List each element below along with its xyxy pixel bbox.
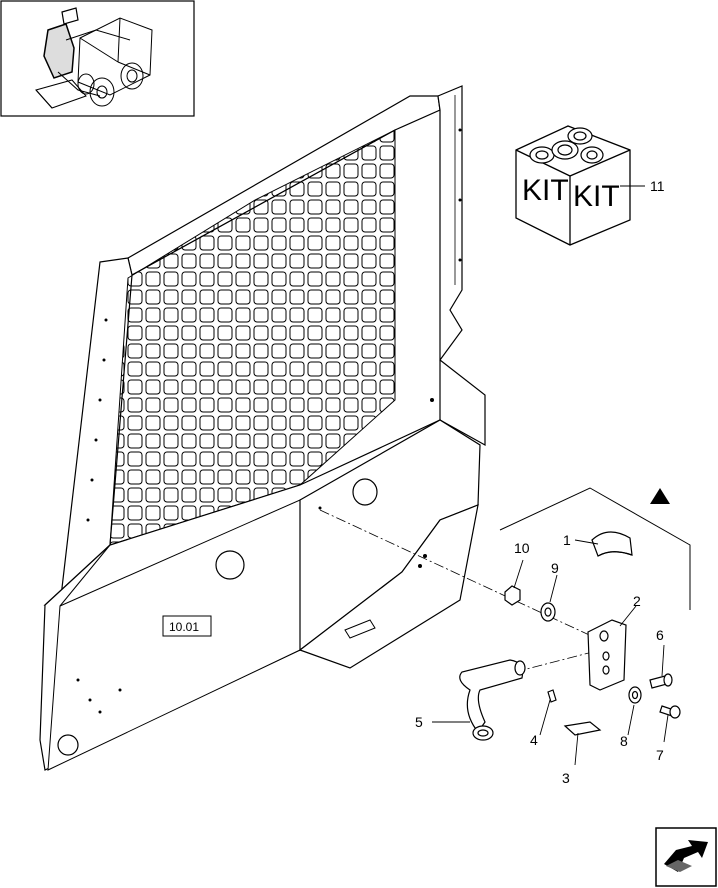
next-page-arrow-icon[interactable] <box>655 827 717 887</box>
callout-9: 9 <box>551 560 559 576</box>
callout-10: 10 <box>514 540 530 556</box>
kit-label-right: KIT <box>573 180 620 213</box>
skid-steer-loader-thumbnail <box>0 0 195 117</box>
callout-4: 4 <box>530 732 538 748</box>
kit-box: KIT KIT 11 <box>515 125 665 246</box>
leader-lines <box>432 539 669 766</box>
warning-triangle-icon <box>650 488 670 504</box>
callout-11: 11 <box>650 178 665 194</box>
callout-8: 8 <box>620 733 628 749</box>
callouts: 1 2 3 4 5 6 7 8 9 10 <box>415 532 664 786</box>
kit-label-left: KIT <box>522 174 569 207</box>
reference-label: 10.01 <box>169 620 199 634</box>
kit-bracket <box>499 487 691 610</box>
reference-box: 10.01 <box>162 615 212 637</box>
callout-3: 3 <box>562 770 570 786</box>
callout-1: 1 <box>563 532 571 548</box>
callout-6: 6 <box>656 627 664 643</box>
callout-5: 5 <box>415 714 423 730</box>
callout-7: 7 <box>656 747 664 763</box>
hardware-parts <box>459 531 681 741</box>
callout-2: 2 <box>633 593 641 609</box>
